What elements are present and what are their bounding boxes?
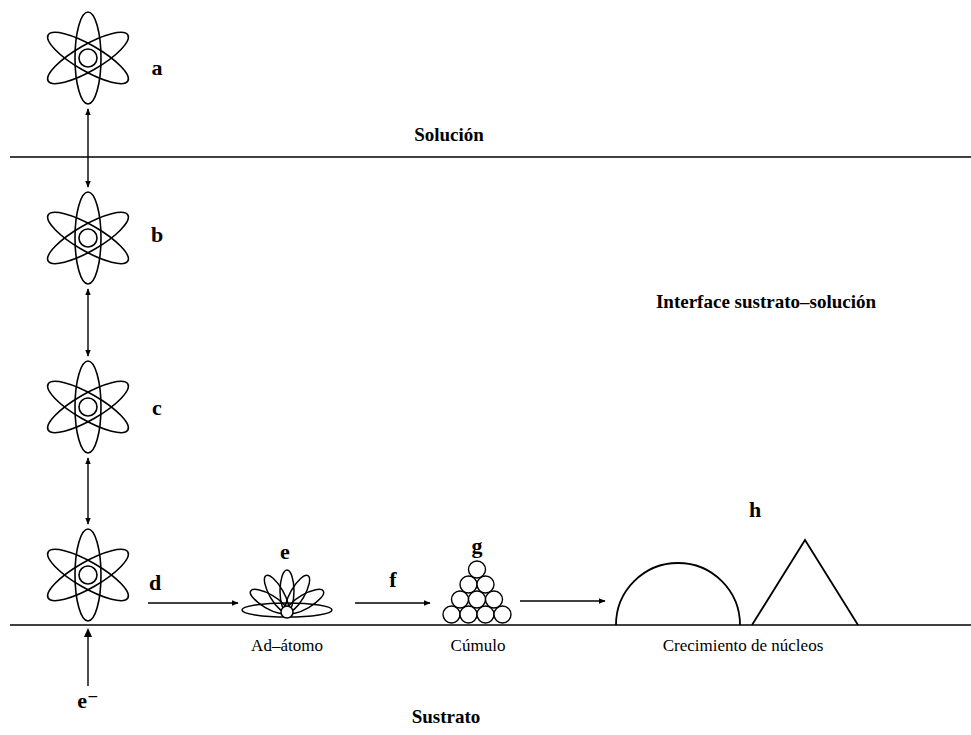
stage-letter: b (151, 223, 163, 247)
cluster: gCúmulo (440, 562, 514, 624)
cluster-atom (460, 576, 477, 593)
orbit (42, 541, 135, 610)
ion-atom-drawing (48, 190, 128, 286)
stage-caption: Crecimiento de núcleos (663, 637, 824, 656)
ion-atom-drawing (48, 527, 128, 623)
adatom: eAd–átomo (241, 566, 333, 618)
ion-atom: d (48, 527, 128, 623)
stage-letter: d (149, 571, 161, 595)
process-arrow (87, 289, 88, 356)
cluster-atom (460, 606, 477, 623)
stage-letter: a (152, 56, 163, 80)
stage-letter: e (280, 540, 290, 564)
electron-arrow (87, 636, 88, 686)
orbit (75, 361, 101, 453)
orbit (75, 192, 101, 284)
cluster-atom (477, 576, 494, 593)
ion-atom-drawing (48, 10, 128, 106)
nucleus (79, 566, 97, 584)
process-arrow (87, 458, 88, 524)
stage-caption: Cúmulo (451, 637, 506, 656)
nucleus (79, 49, 97, 67)
stage-letter: c (152, 396, 162, 420)
substrate-surface (10, 624, 971, 626)
step-letter: f (387, 568, 398, 592)
solution-boundary (10, 156, 971, 158)
orbit (42, 373, 135, 442)
petal (242, 603, 332, 617)
stage-caption: Ad–átomo (251, 637, 323, 656)
process-arrow (520, 600, 605, 601)
conical-nucleus (752, 540, 858, 625)
cluster-drawing (440, 562, 514, 624)
electron-arrowhead (84, 628, 92, 637)
ion-atom-drawing (48, 359, 128, 455)
nuclei-growth: hCrecimiento de núcleos (612, 538, 862, 625)
region-label: Interface sustrato–solución (656, 292, 876, 313)
process-arrow (87, 109, 88, 187)
process-arrow (355, 602, 430, 603)
orbit (42, 541, 135, 610)
orbit (75, 529, 101, 621)
cluster-atom (469, 561, 486, 578)
adatom-drawing (241, 566, 333, 618)
nucleus (79, 229, 97, 247)
nucleus (281, 606, 293, 618)
nucleus (79, 398, 97, 416)
orbit (42, 24, 135, 93)
stage-letter: g (472, 534, 483, 558)
cluster-atom (486, 591, 503, 608)
orbit (42, 373, 135, 442)
hemispherical-nucleus (616, 563, 740, 625)
stage-letter: h (749, 498, 761, 522)
cluster-atom (452, 591, 469, 608)
ion-atom: c (48, 359, 128, 455)
orbit (42, 204, 135, 273)
ion-atom: b (48, 190, 128, 286)
orbit (42, 204, 135, 273)
cluster-atom (494, 606, 511, 623)
cluster-atom (477, 606, 494, 623)
cluster-atom (469, 591, 486, 608)
nuclei-growth-drawing (612, 538, 862, 625)
ion-atom: a (48, 10, 128, 106)
cluster-atom (443, 606, 460, 623)
orbit (42, 24, 135, 93)
region-label: Sustrato (412, 707, 481, 728)
region-label: Solución (414, 125, 484, 146)
orbit (75, 12, 101, 104)
process-arrow (148, 602, 238, 603)
electron-label: e⁻ (77, 689, 98, 713)
